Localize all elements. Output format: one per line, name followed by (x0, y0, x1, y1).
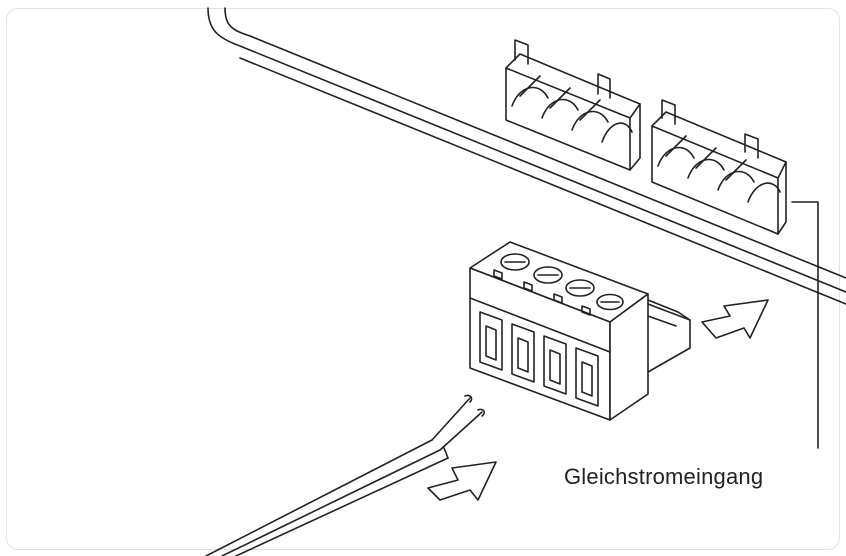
terminal-block (469, 241, 691, 421)
power-cable (205, 394, 486, 556)
device-socket-right (651, 99, 787, 235)
callout-leader (791, 201, 819, 449)
insert-arrow-wire (427, 461, 497, 501)
device-socket-left (505, 39, 641, 171)
diagram-frame (6, 8, 840, 550)
insert-arrow-plug (701, 299, 769, 339)
device-housing (207, 7, 846, 305)
dc-input-label: Gleichstromeingang (564, 464, 764, 489)
